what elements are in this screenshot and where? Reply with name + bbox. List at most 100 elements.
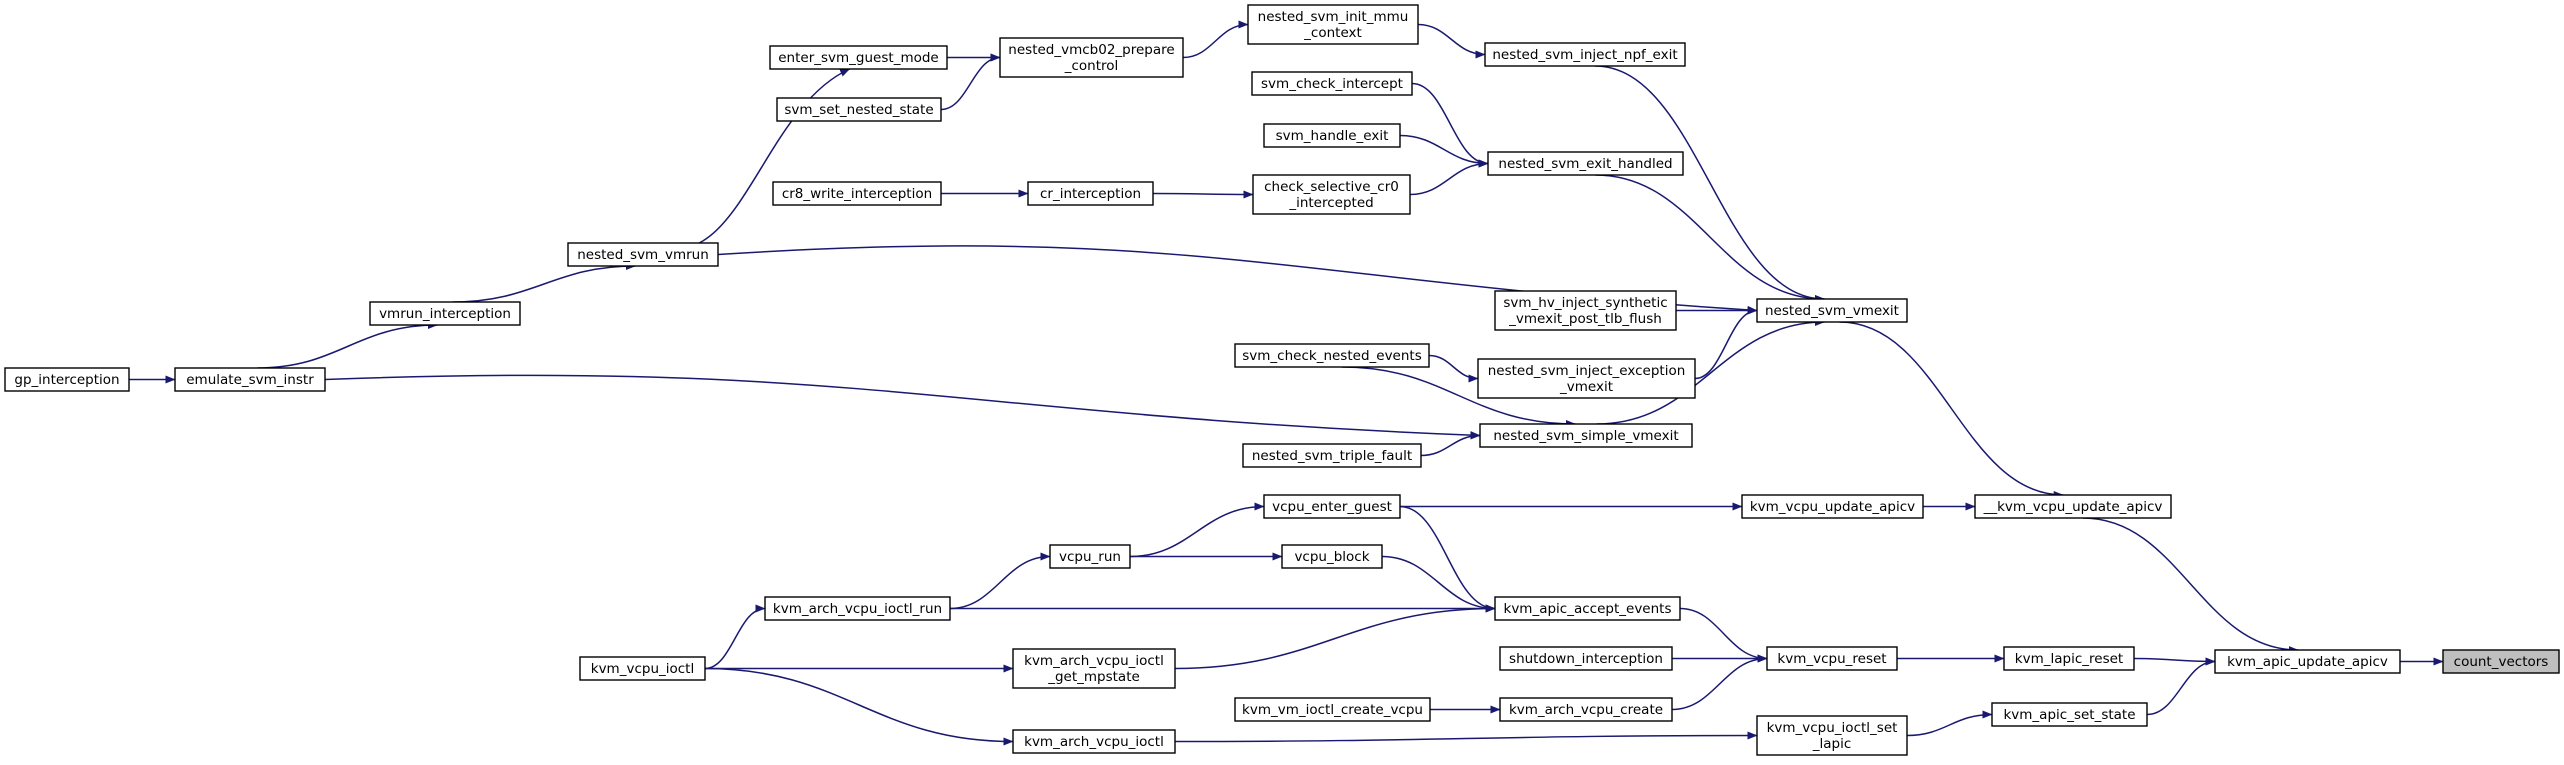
- edge-svm_check_nested_events-to-nested_svm_inject_exception_vmexit: [1428, 354, 1479, 383]
- edge-svm_check_intercept-to-nested_svm_exit_handled: [1411, 82, 1489, 168]
- node-kvm_apic_accept_events[interactable]: kvm_apic_accept_events: [1494, 596, 1681, 621]
- node-label: nested_svm_exit_handled: [1498, 156, 1672, 172]
- node-vmrun_interception[interactable]: vmrun_interception: [369, 301, 521, 326]
- node-label: kvm_arch_vcpu_ioctl: [1024, 653, 1164, 669]
- node-__kvm_vcpu_update_apicv[interactable]: __kvm_vcpu_update_apicv: [1974, 494, 2172, 519]
- node-count_vectors[interactable]: count_vectors: [2442, 649, 2560, 674]
- node-vcpu_enter_guest[interactable]: vcpu_enter_guest: [1263, 494, 1401, 519]
- node-label: kvm_vcpu_ioctl: [591, 661, 694, 677]
- node-label: nested_svm_vmrun: [577, 247, 709, 263]
- edge-__kvm_vcpu_update_apicv-to-kvm_apic_update_apicv: [2082, 517, 2299, 654]
- node-kvm_vcpu_ioctl_set_lapic[interactable]: kvm_vcpu_ioctl_set_lapic: [1756, 715, 1908, 756]
- node-box: [174, 367, 326, 392]
- edge-nested_vmcb02_prepare_control-to-nested_svm_init_mmu_context: [1182, 20, 1249, 59]
- node-label: kvm_vcpu_update_apicv: [1750, 499, 1915, 515]
- edge-kvm_arch_vcpu_ioctl_run-to-vcpu_run: [949, 552, 1051, 610]
- node-label: nested_svm_simple_vmexit: [1493, 428, 1678, 444]
- node-box: [1494, 596, 1681, 621]
- node-cr8_write_interception[interactable]: cr8_write_interception: [772, 181, 942, 206]
- node-box: [369, 301, 521, 326]
- edge-kvm_apic_set_state-to-kvm_apic_update_apicv: [2146, 657, 2216, 716]
- node-kvm_arch_vcpu_create[interactable]: kvm_arch_vcpu_create: [1499, 697, 1673, 722]
- node-nested_svm_vmexit[interactable]: nested_svm_vmexit: [1756, 298, 1908, 323]
- node-label: kvm_arch_vcpu_ioctl_run: [773, 601, 942, 617]
- node-label: _vmexit_post_tlb_flush: [1508, 311, 1662, 327]
- node-label: nested_vmcb02_prepare: [1008, 42, 1174, 58]
- edge-kvm_vcpu_ioctl_set_lapic-to-kvm_apic_set_state: [1906, 710, 1993, 737]
- edge-kvm_vcpu_ioctl-to-kvm_arch_vcpu_ioctl_run: [704, 604, 766, 670]
- edge-kvm_lapic_reset-to-kvm_apic_update_apicv: [2133, 657, 2216, 666]
- node-label: kvm_vcpu_reset: [1777, 651, 1886, 667]
- node-label: nested_svm_inject_exception: [1488, 363, 1686, 379]
- node-cr_interception[interactable]: cr_interception: [1027, 181, 1154, 206]
- edge-nested_svm_vmexit-to-__kvm_vcpu_update_apicv: [1839, 321, 2064, 499]
- node-label: __kvm_vcpu_update_apicv: [1983, 499, 2163, 515]
- node-kvm_arch_vcpu_ioctl_run[interactable]: kvm_arch_vcpu_ioctl_run: [764, 596, 951, 621]
- node-nested_svm_exit_handled[interactable]: nested_svm_exit_handled: [1487, 151, 1684, 176]
- node-box: [1027, 181, 1154, 206]
- node-box: [579, 656, 706, 681]
- node-kvm_arch_vcpu_ioctl[interactable]: kvm_arch_vcpu_ioctl: [1012, 729, 1176, 754]
- node-label: svm_handle_exit: [1276, 128, 1389, 144]
- node-box: [764, 596, 951, 621]
- edge-kvm_apic_accept_events-to-kvm_vcpu_reset: [1679, 607, 1768, 663]
- node-check_selective_cr0_intercepted[interactable]: check_selective_cr0_intercepted: [1252, 174, 1411, 215]
- node-label: vcpu_block: [1294, 549, 1369, 565]
- node-svm_check_intercept[interactable]: svm_check_intercept: [1251, 71, 1413, 96]
- node-emulate_svm_instr[interactable]: emulate_svm_instr: [174, 367, 326, 392]
- node-nested_svm_simple_vmexit[interactable]: nested_svm_simple_vmexit: [1479, 423, 1693, 448]
- node-label: svm_check_intercept: [1261, 76, 1403, 92]
- node-box: [772, 181, 942, 206]
- node-box: [1247, 4, 1419, 45]
- node-box: [1251, 71, 1413, 96]
- node-enter_svm_guest_mode[interactable]: enter_svm_guest_mode: [769, 45, 948, 70]
- node-box: [2442, 649, 2560, 674]
- node-svm_set_nested_state[interactable]: svm_set_nested_state: [776, 97, 942, 122]
- node-gp_interception[interactable]: gp_interception: [4, 367, 130, 392]
- node-box: [769, 45, 948, 70]
- node-nested_svm_triple_fault[interactable]: nested_svm_triple_fault: [1242, 443, 1422, 468]
- node-label: kvm_vm_ioctl_create_vcpu: [1242, 702, 1423, 718]
- node-label: _context: [1303, 25, 1362, 41]
- node-label: kvm_apic_set_state: [2003, 707, 2135, 723]
- node-label: _get_mpstate: [1047, 669, 1140, 685]
- edge-svm_handle_exit-to-nested_svm_exit_handled: [1399, 134, 1489, 168]
- node-label: kvm_lapic_reset: [2015, 651, 2123, 667]
- node-svm_check_nested_events[interactable]: svm_check_nested_events: [1234, 343, 1430, 368]
- node-label: cr8_write_interception: [782, 186, 932, 202]
- node-label: kvm_apic_accept_events: [1504, 601, 1672, 617]
- node-kvm_lapic_reset[interactable]: kvm_lapic_reset: [2003, 646, 2135, 671]
- edge-check_selective_cr0_intercepted-to-nested_svm_exit_handled: [1409, 159, 1489, 196]
- node-label: svm_hv_inject_synthetic: [1503, 295, 1667, 311]
- node-nested_svm_inject_npf_exit[interactable]: nested_svm_inject_npf_exit: [1484, 42, 1686, 67]
- node-box: [1484, 42, 1686, 67]
- node-kvm_vcpu_reset[interactable]: kvm_vcpu_reset: [1766, 646, 1898, 671]
- node-svm_hv_inject_synthetic_vmexit_post_tlb_flush[interactable]: svm_hv_inject_synthetic_vmexit_post_tlb_…: [1494, 290, 1677, 331]
- node-nested_svm_inject_exception_vmexit[interactable]: nested_svm_inject_exception_vmexit: [1477, 358, 1696, 399]
- node-label: emulate_svm_instr: [186, 372, 314, 388]
- node-kvm_arch_vcpu_ioctl_get_mpstate[interactable]: kvm_arch_vcpu_ioctl_get_mpstate: [1012, 648, 1176, 689]
- node-shutdown_interception[interactable]: shutdown_interception: [1499, 646, 1673, 671]
- node-svm_handle_exit[interactable]: svm_handle_exit: [1263, 123, 1401, 148]
- node-box: [1741, 494, 1924, 519]
- node-box: [1012, 729, 1176, 754]
- node-box: [1756, 715, 1908, 756]
- node-box: [2003, 646, 2135, 671]
- node-box: [1263, 123, 1401, 148]
- node-nested_svm_vmrun[interactable]: nested_svm_vmrun: [567, 242, 719, 267]
- node-nested_svm_init_mmu_context[interactable]: nested_svm_init_mmu_context: [1247, 4, 1419, 45]
- node-nested_vmcb02_prepare_control[interactable]: nested_vmcb02_prepare_control: [999, 37, 1184, 78]
- node-label: vcpu_enter_guest: [1272, 499, 1392, 515]
- node-vcpu_run[interactable]: vcpu_run: [1049, 544, 1131, 569]
- node-kvm_vcpu_ioctl[interactable]: kvm_vcpu_ioctl: [579, 656, 706, 681]
- edge-nested_svm_init_mmu_context-to-nested_svm_inject_npf_exit: [1417, 23, 1486, 59]
- node-kvm_apic_set_state[interactable]: kvm_apic_set_state: [1991, 702, 2148, 727]
- node-label: vmrun_interception: [379, 306, 511, 322]
- node-label: nested_svm_vmexit: [1765, 303, 1899, 319]
- node-kvm_apic_update_apicv[interactable]: kvm_apic_update_apicv: [2214, 649, 2401, 674]
- node-vcpu_block[interactable]: vcpu_block: [1281, 544, 1383, 569]
- node-kvm_vm_ioctl_create_vcpu[interactable]: kvm_vm_ioctl_create_vcpu: [1234, 697, 1431, 722]
- node-kvm_vcpu_update_apicv[interactable]: kvm_vcpu_update_apicv: [1741, 494, 1924, 519]
- edge-nested_svm_triple_fault-to-nested_svm_simple_vmexit: [1420, 431, 1481, 457]
